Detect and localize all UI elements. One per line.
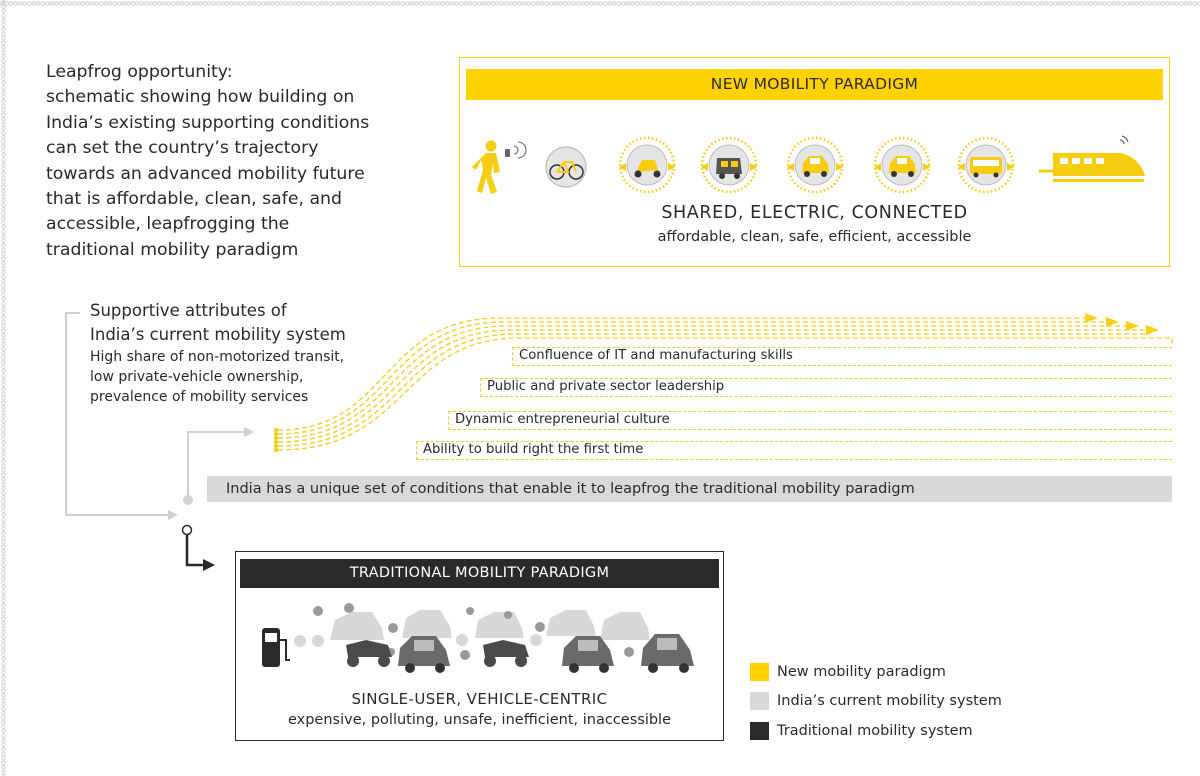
trad-connector [185,535,205,567]
lift-connector [187,431,245,497]
support-arrowhead [168,510,178,520]
electric-scooter-icon [618,136,676,194]
supportive-sub-line: High share of non-motorized transit, [90,349,345,365]
condition-build-right-first-time: Ability to build right the first time [416,441,1172,460]
trajectory-arrowheads [1085,313,1159,335]
condition-it-manufacturing: Confluence of IT and manufacturing skill… [512,347,1172,366]
intro-line: that is affordable, clean, safe, and [46,189,342,210]
bicycle-icon [545,146,587,188]
electric-car-icon [786,136,844,194]
intro-line: India’s existing supporting conditions [46,112,370,133]
new-paradigm-title: SHARED, ELECTRIC, CONNECTED [661,203,968,223]
intro-text: Leapfrog opportunity: schematic showing … [46,60,391,263]
car-icon [562,636,614,673]
unique-conditions-bar: India has a unique set of conditions tha… [207,476,1172,502]
new-paradigm-header: NEW MOBILITY PARADIGM [466,69,1163,100]
new-paradigm-panel [459,57,1170,267]
pedestrian-icon [472,140,527,194]
traditional-paradigm-panel [235,551,724,741]
intro-line: schematic showing how building on [46,87,355,108]
intro-line: Leapfrog opportunity: [46,62,233,82]
train-icon [1039,135,1145,182]
legend-swatch [750,722,769,740]
lift-arrowhead [244,427,254,437]
intro-line: towards an advanced mobility future [46,163,365,184]
support-connector [65,312,170,516]
electric-car-icon [873,136,931,194]
trad-arrowhead [203,559,215,571]
supportive-title-line: Supportive attributes of [90,301,287,320]
intro-line: accessible, leapfrogging the [46,214,290,235]
junction-hollow-dot [181,524,193,536]
supportive-attributes-title: Supportive attributes of India’s current… [90,299,346,347]
traditional-paradigm-subtitle: expensive, polluting, unsafe, inefficien… [287,712,671,728]
junction-dot [183,495,193,505]
supportive-attributes-list: High share of non-motorized transit, low… [90,347,344,407]
electric-rickshaw-icon [700,136,758,194]
intro-line: can set the country’s trajectory [46,138,319,159]
legend-label: New mobility paradigm [777,664,946,680]
traditional-paradigm-header: TRADITIONAL MOBILITY PARADIGM [240,559,719,588]
motorcycle-icon [346,640,392,667]
trajectory-dots [273,427,279,453]
legend-swatch [750,663,769,681]
fuel-pump-icon [262,628,290,667]
electric-bus-icon [957,136,1015,194]
trajectory-flow [277,317,1173,451]
supportive-title-line: India’s current mobility system [90,325,346,344]
motorcycle-icon [483,640,529,667]
legend-label: Traditional mobility system [777,723,973,739]
condition-entrepreneurial-culture: Dynamic entrepreneurial culture [448,411,1172,430]
traditional-paradigm-title: SINGLE-USER, VEHICLE-CENTRIC [351,690,608,708]
intro-line: traditional mobility paradigm [46,239,299,260]
supportive-sub-line: prevalence of mobility services [90,389,309,405]
condition-sector-leadership: Public and private sector leadership [480,378,1172,397]
faded-vehicles-icon [294,610,650,647]
legend-swatch [750,692,769,710]
supportive-sub-line: low private-vehicle ownership, [90,369,304,385]
legend-label: India’s current mobility system [777,693,1002,709]
new-paradigm-subtitle: affordable, clean, safe, efficient, acce… [657,229,972,245]
car-icon [398,636,450,673]
car-icon [641,634,694,673]
